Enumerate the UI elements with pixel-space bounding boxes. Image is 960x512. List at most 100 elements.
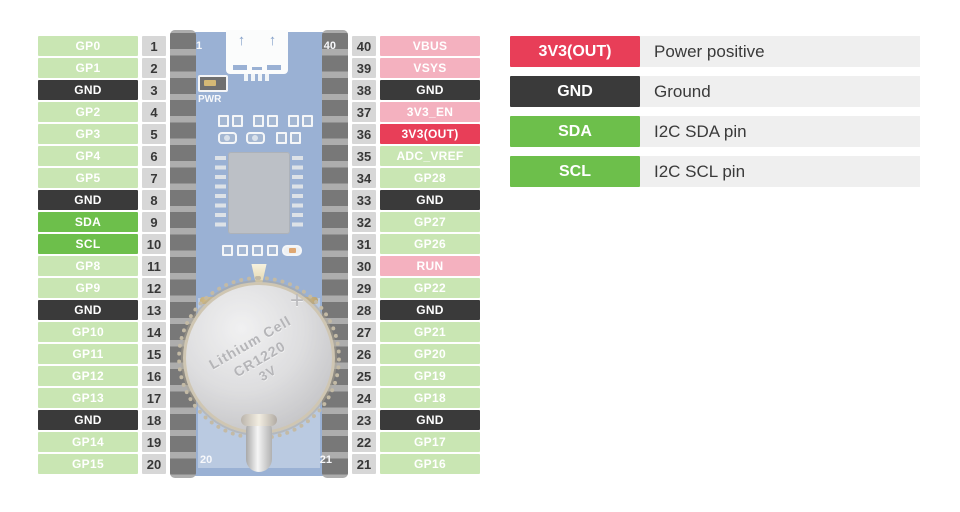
legend-swatch: 3V3(OUT) — [510, 36, 640, 67]
pin-label: GP18 — [380, 388, 480, 408]
pin-number: 23 — [352, 410, 376, 430]
pin-number: 6 — [142, 146, 166, 166]
pin-label: GND — [380, 300, 480, 320]
board-photo: ↑ ↑ 1 40 20 21 PWR + Lithium Cell CR1220… — [170, 30, 348, 478]
pin-number: 4 — [142, 102, 166, 122]
pin-label: GND — [380, 80, 480, 100]
pin-label: ADC_VREF — [380, 146, 480, 166]
pin-label: GP21 — [380, 322, 480, 342]
pin-label: GND — [38, 80, 138, 100]
battery-clip-bottom — [241, 414, 277, 472]
coin-cell-battery: + Lithium Cell CR1220 3V — [177, 276, 341, 440]
usb-pads — [233, 65, 281, 70]
power-led-label: PWR — [198, 94, 222, 105]
pin-number: 37 — [352, 102, 376, 122]
usb-connector: ↑ ↑ — [226, 30, 288, 74]
legend-swatch: GND — [510, 76, 640, 107]
pin-number: 26 — [352, 344, 376, 364]
pin-number: 40 — [352, 36, 376, 56]
legend-description: I2C SCL pin — [640, 156, 920, 187]
pin-number: 32 — [352, 212, 376, 232]
pin-number: 16 — [142, 366, 166, 386]
ic-chip-pins-left — [215, 156, 226, 232]
pin-number: 29 — [352, 278, 376, 298]
pin-number: 13 — [142, 300, 166, 320]
pin-number: 19 — [142, 432, 166, 452]
pin-label: 3V3_EN — [380, 102, 480, 122]
board-pin40-marker: 40 — [323, 40, 336, 52]
pin-number: 3 — [142, 80, 166, 100]
pin-number: 11 — [142, 256, 166, 276]
pin-label: GND — [380, 190, 480, 210]
pin-number: 35 — [352, 146, 376, 166]
pin-label: GP11 — [38, 344, 138, 364]
pin-label: GP15 — [38, 454, 138, 474]
pin-number: 1 — [142, 36, 166, 56]
pin-label: RUN — [380, 256, 480, 276]
board-pin1-marker: 1 — [196, 40, 203, 52]
pin-label: GP27 — [380, 212, 480, 232]
pin-label: GP16 — [380, 454, 480, 474]
pin-number: 21 — [352, 454, 376, 474]
pin-number: 30 — [352, 256, 376, 276]
pin-number: 12 — [142, 278, 166, 298]
pin-label: GP28 — [380, 168, 480, 188]
pin-number: 34 — [352, 168, 376, 188]
pin-label: GP20 — [380, 344, 480, 364]
smd-components-row1 — [218, 115, 313, 127]
pin-label: GND — [38, 300, 138, 320]
pin-number: 5 — [142, 124, 166, 144]
pin-label: GP0 — [38, 36, 138, 56]
pin-number: 39 — [352, 58, 376, 78]
pin-label: 3V3(OUT) — [380, 124, 480, 144]
legend-row: 3V3(OUT)Power positive — [510, 36, 920, 67]
pin-number: 14 — [142, 322, 166, 342]
pin-label: GND — [380, 410, 480, 430]
legend-swatch: SDA — [510, 116, 640, 147]
pin-label: GND — [38, 190, 138, 210]
pin-number: 8 — [142, 190, 166, 210]
pin-number: 24 — [352, 388, 376, 408]
pin-label: GP26 — [380, 234, 480, 254]
power-led — [198, 75, 228, 92]
pin-label: VSYS — [380, 58, 480, 78]
pin-header-left — [170, 30, 196, 478]
pin-label: GP12 — [38, 366, 138, 386]
smd-components-row3 — [222, 245, 302, 256]
legend-description: Power positive — [640, 36, 920, 67]
pin-label: VBUS — [380, 36, 480, 56]
board-pin20-marker: 20 — [200, 454, 213, 466]
pin-number: 17 — [142, 388, 166, 408]
pin-number: 38 — [352, 80, 376, 100]
pin-label: GND — [38, 410, 138, 430]
